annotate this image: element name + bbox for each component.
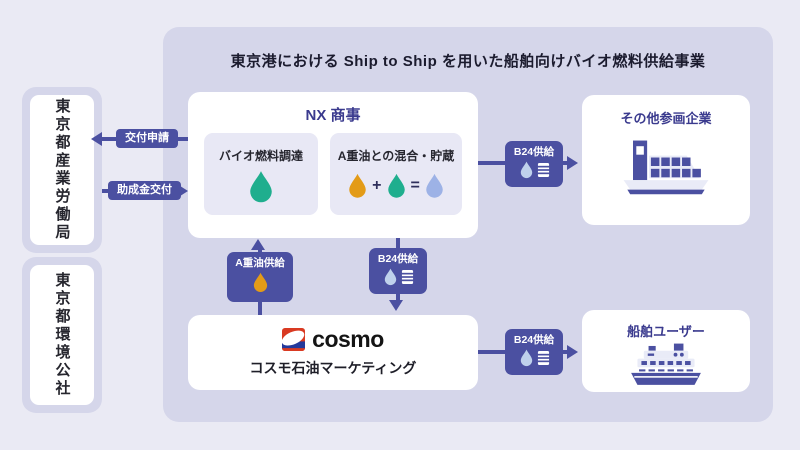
page-title: 東京港における Ship to Ship を用いた船舶向けバイオ燃料供給事業 bbox=[230, 53, 706, 70]
bio-fuel-droplet-icon bbox=[250, 171, 272, 203]
other-companies-title: その他参画企業 bbox=[620, 111, 712, 126]
org-box-kankyo-kosha: 東京都環境公社 bbox=[22, 257, 102, 413]
nx-title: NX 商事 bbox=[305, 107, 361, 124]
org-box-sangyo-rodo: 東京都産業労働局 bbox=[22, 87, 102, 253]
a-oil-droplet-icon bbox=[349, 173, 366, 198]
b24-top-label: B24供給 bbox=[513, 146, 555, 158]
a-oil-supply-badge: A重油供給 bbox=[227, 252, 293, 302]
b24-top-badge: B24供給 bbox=[505, 141, 563, 187]
org-box-inner: 東京都環境公社 bbox=[30, 265, 94, 405]
b24-droplet-icon bbox=[520, 161, 532, 178]
cosmo-wordmark: cosmo bbox=[312, 326, 384, 352]
b24-bottom-label: B24供給 bbox=[513, 334, 555, 346]
a-oil-supply-label: A重油供給 bbox=[235, 257, 285, 269]
cosmo-logo-icon bbox=[282, 328, 306, 351]
arrow-left-icon bbox=[91, 132, 102, 146]
b24-mid-label: B24供給 bbox=[377, 253, 419, 265]
org-name: 東京都環境公社 bbox=[53, 272, 71, 398]
b24-mid-badge: B24供給 bbox=[369, 248, 427, 294]
grant-application-label: 交付申請 bbox=[116, 129, 178, 148]
ship-users-card: 船舶ユーザー bbox=[582, 310, 750, 392]
bio-fuel-procurement-box: バイオ燃料調達 bbox=[204, 133, 318, 215]
barrel-icon bbox=[536, 350, 550, 365]
other-companies-card: その他参画企業 bbox=[582, 95, 750, 225]
blending-formula: + = bbox=[347, 173, 445, 199]
ship-users-title: 船舶ユーザー bbox=[627, 324, 705, 339]
blending-storage-label: A重油との混合・貯蔵 bbox=[337, 149, 455, 163]
blending-storage-box: A重油との混合・貯蔵 + = bbox=[330, 133, 462, 215]
arrow-down-icon bbox=[389, 300, 403, 311]
cargo-ship-icon bbox=[623, 140, 709, 195]
barrel-icon bbox=[536, 162, 550, 177]
barrel-icon bbox=[400, 269, 414, 284]
equals-sign: = bbox=[410, 177, 420, 194]
arrow-up-icon bbox=[251, 239, 265, 250]
org-name: 東京都産業労働局 bbox=[53, 98, 71, 242]
bio-fuel-droplet-icon bbox=[387, 173, 405, 198]
arrow-right-icon bbox=[177, 184, 188, 198]
b24-droplet-icon bbox=[384, 268, 396, 285]
plus-sign: + bbox=[372, 177, 382, 194]
b24-droplet-icon bbox=[426, 173, 443, 198]
cosmo-company-name: コスモ石油マーケティング bbox=[249, 360, 417, 376]
org-box-inner: 東京都産業労働局 bbox=[30, 95, 94, 245]
b24-bottom-badge: B24供給 bbox=[505, 329, 563, 375]
cosmo-card: cosmo コスモ石油マーケティング bbox=[188, 315, 478, 390]
cosmo-logo-row: cosmo bbox=[188, 328, 478, 351]
b24-droplet-icon bbox=[520, 349, 532, 366]
ferry-icon bbox=[631, 343, 701, 385]
bio-fuel-procurement-label: バイオ燃料調達 bbox=[218, 149, 303, 163]
subsidy-grant-label: 助成金交付 bbox=[108, 181, 181, 200]
a-oil-droplet-icon bbox=[253, 272, 267, 292]
arrow-right-icon bbox=[567, 156, 578, 170]
arrow-right-icon bbox=[567, 345, 578, 359]
